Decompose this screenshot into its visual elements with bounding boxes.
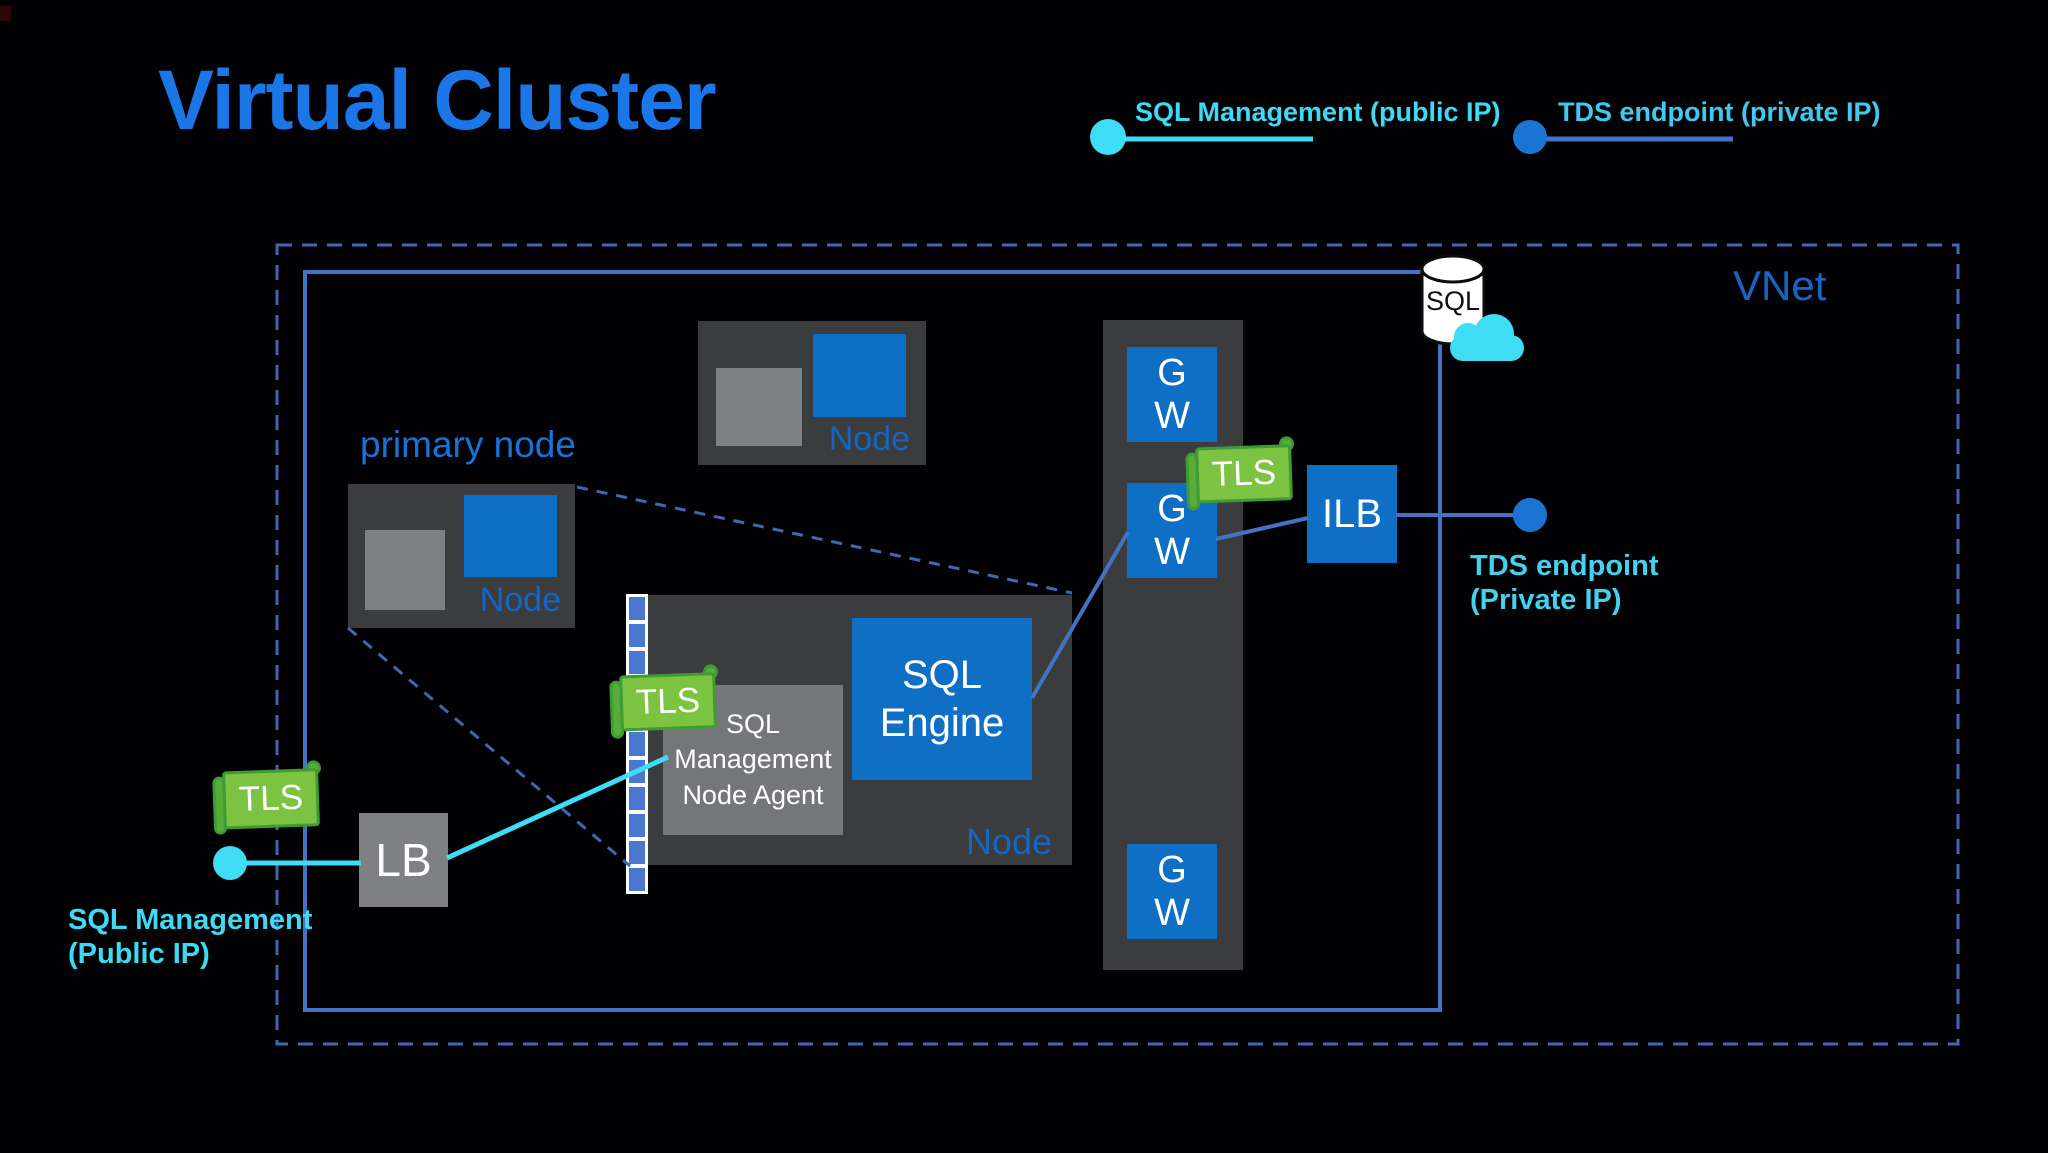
vm-gray-square-icon xyxy=(365,530,445,610)
dashed-link-primary-to-node xyxy=(576,485,1073,595)
public-endpoint-line2: (Public IP) xyxy=(68,938,210,970)
tls-ribbon-badge: TLS xyxy=(212,760,322,835)
main-node-panel: SQL Management Node Agent SQL Engine Nod… xyxy=(628,595,1072,865)
tls-label: TLS xyxy=(619,672,717,732)
lb-box: LB xyxy=(359,813,448,907)
vnic-ladder-icon xyxy=(626,594,648,894)
ilb-box: ILB xyxy=(1307,465,1397,563)
gateway-label-line2: W xyxy=(1154,394,1190,437)
replica-node-label: Node xyxy=(828,420,910,458)
gateway-label-line1: G xyxy=(1157,351,1187,394)
vnet-label: VNet xyxy=(1733,262,1827,309)
sql-database-label: SQL xyxy=(1425,286,1481,316)
gateway-label-line2: W xyxy=(1154,891,1190,934)
gateway-box-1: G W xyxy=(1127,347,1217,442)
gateway-label-line1: G xyxy=(1157,487,1187,530)
tls-label: TLS xyxy=(1195,444,1293,504)
tls-label: TLS xyxy=(222,768,320,830)
legend-private-label: TDS endpoint (private IP) xyxy=(1558,97,1881,127)
legend-public-label: SQL Management (public IP) xyxy=(1135,97,1501,127)
tls-ribbon-badge: TLS xyxy=(1185,436,1295,511)
private-endpoint-label: TDS endpoint (Private IP) xyxy=(1470,549,1658,617)
vm-blue-square-icon xyxy=(464,495,557,577)
legend-public-dot xyxy=(1090,119,1126,155)
gateway-label-line2: W xyxy=(1154,530,1190,573)
sql-engine-box: SQL Engine xyxy=(852,618,1032,780)
primary-node-label: Node xyxy=(479,581,561,619)
replica-node-panel: Node xyxy=(698,321,926,465)
gateway-label-line1: G xyxy=(1157,848,1187,891)
corner-artifact xyxy=(0,6,11,21)
public-endpoint-line1: SQL Management xyxy=(68,904,313,936)
public-endpoint-label: SQL Management (Public IP) xyxy=(68,903,312,971)
primary-node-panel: Node xyxy=(348,484,575,628)
legend-private-dot xyxy=(1513,120,1547,154)
private-ip-dot xyxy=(1513,498,1547,532)
page-title: Virtual Cluster xyxy=(158,53,717,147)
private-endpoint-line2: (Private IP) xyxy=(1470,584,1622,616)
private-endpoint-line1: TDS endpoint xyxy=(1470,550,1659,582)
primary-node-caption: primary node xyxy=(360,424,576,465)
cloud-icon xyxy=(1450,314,1524,361)
gateway-column-panel: G W G W G W xyxy=(1103,320,1243,970)
vm-gray-square-icon xyxy=(716,368,802,446)
vm-blue-square-icon xyxy=(813,334,906,417)
public-ip-dot xyxy=(213,846,247,880)
tls-ribbon-badge: TLS xyxy=(609,664,719,739)
gateway-box-3: G W xyxy=(1127,844,1217,939)
main-node-label: Node xyxy=(965,821,1052,862)
